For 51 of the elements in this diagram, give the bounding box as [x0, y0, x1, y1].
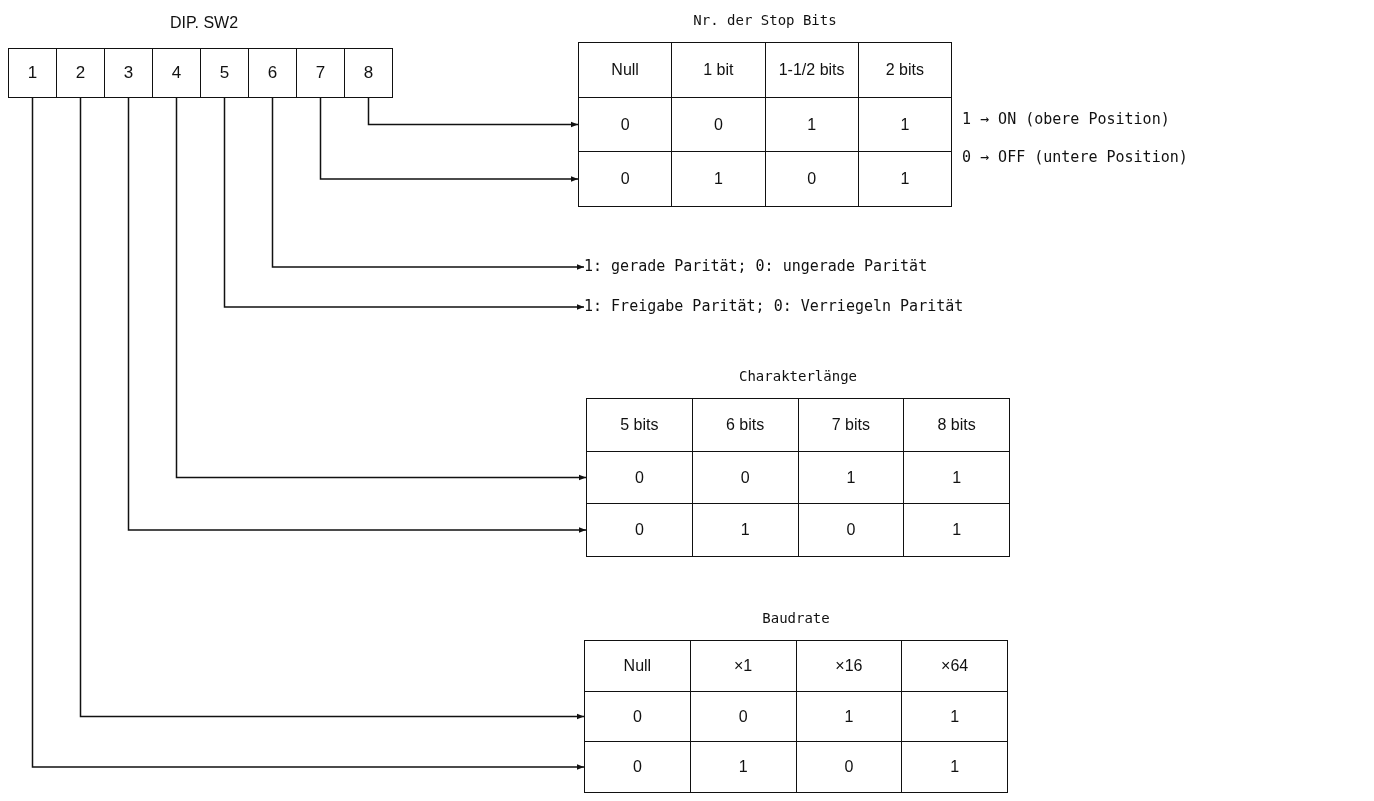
- table-row: [584, 741, 1008, 793]
- legend-note: 0 → OFF (untere Position): [962, 148, 1188, 166]
- arrow: [223, 97, 585, 310]
- setting-note: 1: gerade Parität; 0: ungerade Parität: [584, 257, 928, 275]
- table-cell: 1: [692, 504, 799, 556]
- table-title: Baudrate: [761, 610, 831, 626]
- table-row: [584, 640, 1008, 692]
- switch-key: 7: [296, 48, 345, 98]
- arrow: [271, 97, 585, 270]
- table-cell: 0: [585, 742, 691, 792]
- table-cell: 0: [587, 504, 693, 556]
- table-row: [584, 690, 1008, 743]
- switch-key: 6: [248, 48, 297, 98]
- column-header: 2 bits: [884, 60, 925, 80]
- table-cell-text: 1: [949, 757, 961, 777]
- arrow: [31, 97, 585, 770]
- switch-label: DIP. SW2: [168, 14, 240, 32]
- arrow: [175, 97, 587, 481]
- arrow: [367, 97, 579, 128]
- arrow: [319, 97, 579, 182]
- table-cell-text: 1: [899, 114, 911, 135]
- table-cell-text: 1: [899, 169, 911, 189]
- switch-key: 3: [104, 48, 153, 98]
- switch-key: 2: [56, 48, 105, 98]
- table-row: [578, 151, 952, 207]
- table-cell: 0: [798, 504, 905, 556]
- arrow: [79, 97, 585, 720]
- table-title: Charakterlänge: [738, 368, 858, 384]
- switch-key: 5: [200, 48, 249, 98]
- switch-key: 1: [8, 48, 57, 98]
- setting-note: 1: Freigabe Parität; 0: Verriegeln Parität: [584, 297, 964, 315]
- switch-key: 4: [152, 48, 201, 98]
- table-row: [578, 42, 952, 98]
- table-cell-text: 1: [951, 520, 963, 540]
- table-row: [578, 96, 952, 153]
- table-cell: 1: [690, 742, 797, 792]
- table-title: Nr. der Stop Bits: [692, 12, 838, 28]
- table-cell: 1: [672, 152, 766, 206]
- arrow: [127, 97, 587, 533]
- table-cell-text: 1: [949, 706, 961, 727]
- switch-key: 8: [344, 48, 393, 98]
- table-cell: 0: [765, 152, 859, 206]
- legend-note: 1 → ON (obere Position): [962, 110, 1170, 128]
- table-row: [586, 450, 1010, 505]
- table-row: [586, 398, 1010, 452]
- table-row: [586, 503, 1010, 557]
- table-cell: 0: [796, 742, 903, 792]
- table-cell-text: 1: [951, 467, 963, 488]
- table-cell: 0: [579, 152, 673, 206]
- column-header: 8 bits: [936, 415, 977, 435]
- column-header: ×64: [940, 656, 970, 676]
